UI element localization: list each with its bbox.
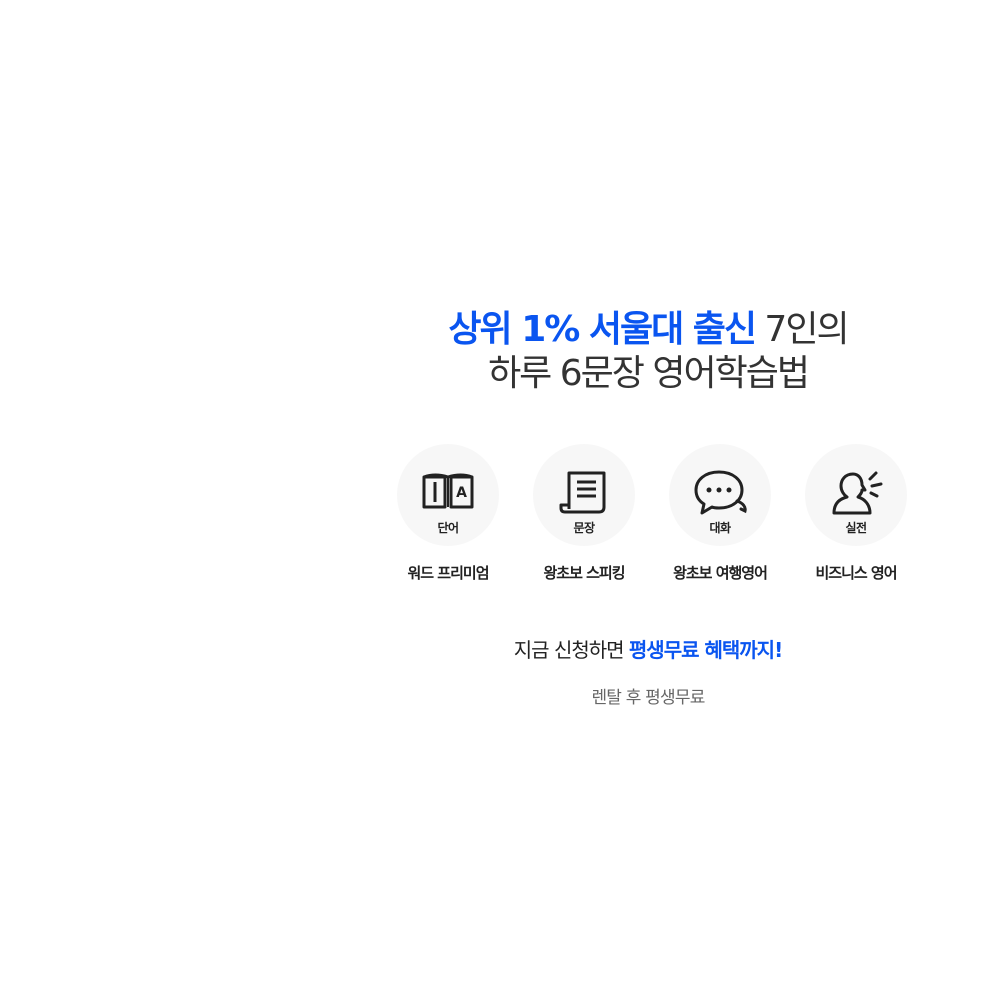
sub-text: 렌탈 후 평생무료 [591,688,705,708]
headline: 상위 1% 서울대 출신 7인의 하루 6문장 영어학습법 [380,308,916,396]
cta-text: 지금 신청하면 평생무료 혜택까지! [380,634,916,663]
feature-list: A 단어 워드 프리미엄 문장 왕초보 스피킹 [380,444,920,594]
headline-accent: 상위 1% 서울대 출신 [448,309,757,350]
feature-circle[interactable]: 대화 [669,444,771,546]
feature-tag: 단어 [437,521,459,535]
feature-circle[interactable]: 문장 [533,444,635,546]
feature-practice[interactable]: 실전 비즈니스 영어 [788,444,924,583]
open-book-icon: A [422,473,474,509]
feature-name: 워드 프리미엄 [407,564,489,582]
cta-accent: 평생무료 혜택까지! [628,638,783,662]
feature-circle[interactable]: A 단어 [397,444,499,546]
feature-name: 왕초보 여행영어 [673,564,768,582]
feature-tag: 대화 [709,521,731,535]
feature-circle[interactable]: 실전 [805,444,907,546]
feature-conversation[interactable]: 대화 왕초보 여행영어 [652,444,788,583]
cta-prefix: 지금 신청하면 [513,638,629,662]
headline-line-1: 상위 1% 서울대 출신 7인의 [380,308,916,352]
feature-word[interactable]: A 단어 워드 프리미엄 [380,444,516,583]
headline-rest: 7인의 [754,309,849,350]
feature-tag: 문장 [573,521,595,535]
headline-line-2: 하루 6문장 영어학습법 [488,353,810,394]
speech-bubbles-icon [694,470,747,515]
scroll-document-icon [559,471,606,514]
feature-sentence[interactable]: 문장 왕초보 스피킹 [516,444,652,583]
feature-name: 왕초보 스피킹 [543,564,625,582]
speaking-person-icon [832,471,883,515]
feature-tag: 실전 [845,521,867,535]
svg-text:A: A [456,485,467,501]
feature-name: 비즈니스 영어 [815,564,897,582]
